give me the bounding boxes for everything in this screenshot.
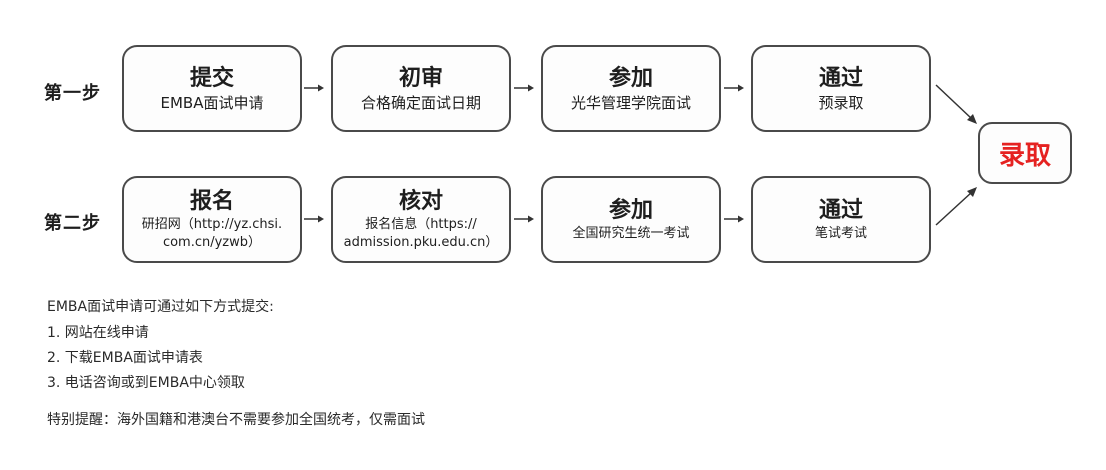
box-subtitle: 合格确定面试日期 [360,93,481,112]
arrow-right-icon [514,84,534,92]
arrow-right-icon [724,84,744,92]
step-two-label: 第二步 [44,213,101,234]
step2-verify-box: 核对 报名信息（https:// admission.pku.edu.cn） [331,176,511,263]
box-subtitle: EMBA面试申请 [160,93,264,112]
box-title: 核对 [398,188,443,214]
admission-result-label: 录取 [998,140,1051,171]
box-subtitle-line1: 研招网（http://yz.chsi. [141,216,283,232]
box-subtitle: 笔试考试 [814,225,867,241]
arrow-right-icon [724,215,744,223]
admission-result-box: 录取 [978,122,1072,184]
box-title: 通过 [818,197,863,223]
notes-item: 3. 电话咨询或到EMBA中心领取 [47,375,245,391]
box-subtitle: 预录取 [818,93,864,112]
notes-item: 1. 网站在线申请 [47,325,149,341]
box-title: 通过 [818,65,863,91]
box-subtitle-line1: 报名信息（https:// [365,216,477,232]
box-subtitle: 全国研究生统一考试 [572,225,690,241]
step1-pass-box: 通过 预录取 [751,45,931,132]
step2-exam-box: 参加 全国研究生统一考试 [541,176,721,263]
box-subtitle-line2: com.cn/yzwb） [162,234,262,250]
notes-reminder: 特别提醒：海外国籍和港澳台不需要参加全国统考，仅需面试 [47,412,425,428]
box-subtitle: 光华管理学院面试 [570,93,691,112]
arrow-right-icon [304,84,324,92]
box-title: 参加 [608,197,653,223]
converge-arrows-icon [935,84,977,226]
notes-item: 2. 下载EMBA面试申请表 [47,350,203,366]
box-title: 报名 [189,188,234,214]
arrow-right-icon [514,215,534,223]
arrow-right-icon [304,215,324,223]
box-title: 初审 [398,65,443,91]
step1-review-box: 初审 合格确定面试日期 [331,45,511,132]
step-one-label: 第一步 [44,83,101,104]
step1-submit-box: 提交 EMBA面试申请 [122,45,302,132]
step2-register-box: 报名 研招网（http://yz.chsi. com.cn/yzwb） [122,176,302,263]
box-title: 提交 [189,65,234,91]
step1-interview-box: 参加 光华管理学院面试 [541,45,721,132]
notes-intro: EMBA面试申请可通过如下方式提交: [47,299,274,315]
box-subtitle-line2: admission.pku.edu.cn） [343,234,499,250]
box-title: 参加 [608,65,653,91]
step2-pass-box: 通过 笔试考试 [751,176,931,263]
